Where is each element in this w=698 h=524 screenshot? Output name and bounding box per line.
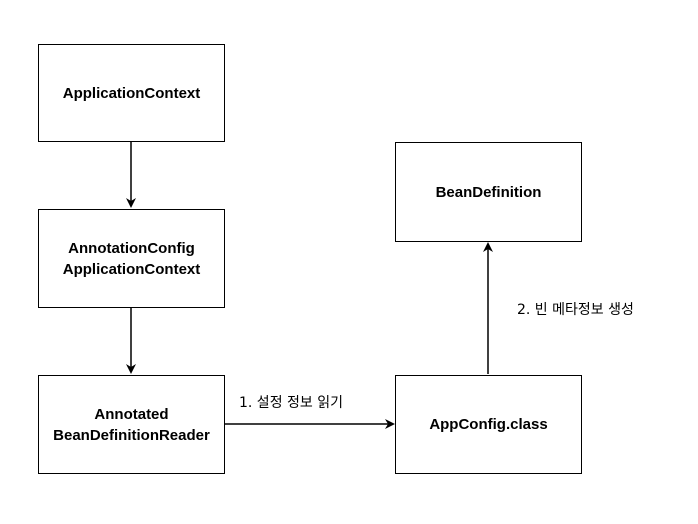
bean-definition-label: BeanDefinition [435, 183, 542, 201]
create-bean-meta-edge-label: 2. 빈 메타정보 생성 [517, 302, 634, 318]
application-context-box: ApplicationContext [38, 44, 225, 142]
annotation-config-application-context-label: AnnotationConfig ApplicationContext [63, 238, 201, 280]
annotation-config-line-1: AnnotationConfig [68, 239, 195, 257]
annotated-bean-definition-reader-box: Annotated BeanDefinitionReader [38, 375, 225, 474]
app-config-class-label: AppConfig.class [429, 416, 548, 433]
application-context-label: ApplicationContext [62, 84, 201, 102]
read-config-edge-label: 1. 설정 정보 읽기 [239, 395, 343, 411]
annotated-bean-definition-reader-label: Annotated BeanDefinitionReader [53, 404, 210, 446]
annotated-reader-line-2: BeanDefinitionReader [53, 426, 210, 444]
annotation-config-line-2: ApplicationContext [62, 260, 201, 278]
bean-definition-box: BeanDefinition [395, 142, 582, 242]
annotated-reader-line-1: Annotated [94, 405, 169, 423]
annotation-config-application-context-box: AnnotationConfig ApplicationContext [38, 209, 225, 308]
app-config-class-box: AppConfig.class [395, 375, 582, 474]
